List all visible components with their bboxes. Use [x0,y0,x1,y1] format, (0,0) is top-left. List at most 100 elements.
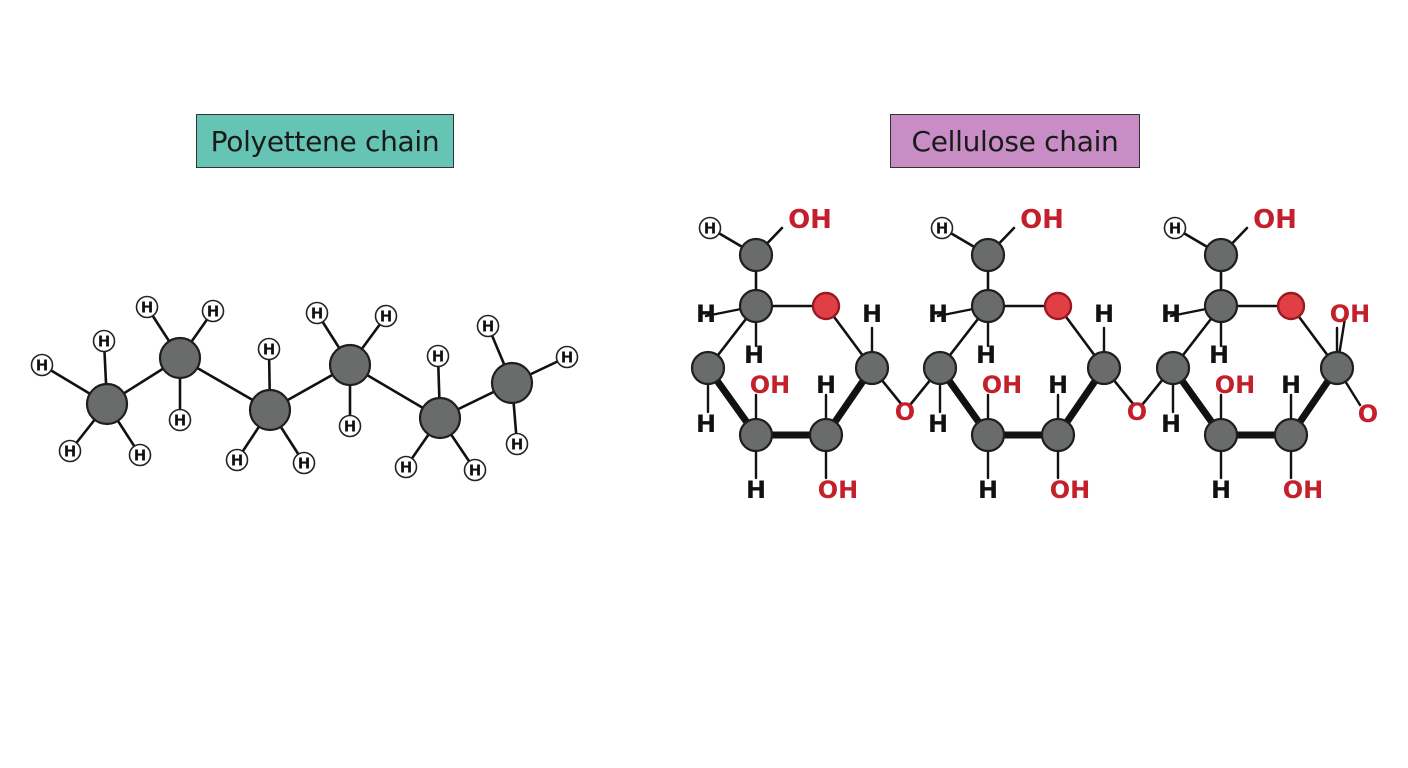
carbon-atom [854,350,890,386]
hydrogen-atom [698,216,722,240]
bridge-oxygen-label: O [1127,398,1147,426]
carbon-atom [738,288,774,324]
hydrogen-label: H [936,220,949,238]
hydroxyl-label: OH [1215,371,1256,399]
hydrogen-atom [135,295,159,319]
hydrogen-atom [292,451,316,475]
hydrogen-atom [201,299,225,323]
ring-oxygen-atom [1276,291,1306,321]
hydrogen-label: H [311,305,324,323]
hydrogen-atom [128,443,152,467]
carbon-atom [922,350,958,386]
hydrogen-label: H [696,410,716,438]
ring-oxygen-atom [1043,291,1073,321]
carbon-atom [808,417,844,453]
hydrogen-label: H [1094,300,1114,328]
hydrogen-label: H [696,300,716,328]
hydrogen-label: H [1048,371,1068,399]
hydrogen-atom [1163,216,1187,240]
hydrogen-atom [225,448,249,472]
hydrogen-atom [30,353,54,377]
hydrogen-label: H [432,348,445,366]
hydrogen-label: H [704,220,717,238]
hydroxyl-label: OH [1020,205,1064,235]
carbon-atom [490,361,534,405]
hydrogen-label: H [174,412,187,430]
hydrogen-atom [930,216,954,240]
hydrogen-atom [463,458,487,482]
hydrogen-atom [257,337,281,361]
carbon-atom [1203,288,1239,324]
hydrogen-label: H [98,333,111,351]
carbon-atom [1155,350,1191,386]
carbon-atom [1040,417,1076,453]
hydrogen-label: H [1161,410,1181,438]
carbon-atom [1203,237,1239,273]
hydrogen-label: H [380,308,393,326]
carbon-atom [328,343,372,387]
hydrogen-label: H [744,341,764,369]
carbon-atom [738,237,774,273]
hydroxyl-label: OH [788,205,832,235]
hydrogen-label: H [134,447,147,465]
polyethene-title: Polyettene chain [196,114,454,168]
hydrogen-atom [374,304,398,328]
hydroxyl-label: OH [1050,476,1091,504]
oxygen-label: O [1358,400,1378,428]
hydrogen-label: H [862,300,882,328]
cellulose-title: Cellulose chain [890,114,1140,168]
hydrogen-atom [168,408,192,432]
hydrogen-label: H [976,341,996,369]
carbon-atom [85,382,129,426]
hydroxyl-label: OH [982,371,1023,399]
hydrogen-label: H [746,476,766,504]
carbon-atom [1273,417,1309,453]
hydrogen-label: H [344,418,357,436]
carbon-atom [1086,350,1122,386]
carbon-atom [158,336,202,380]
hydroxyl-label: OH [818,476,859,504]
hydrogen-label: H [816,371,836,399]
hydrogen-label: H [141,299,154,317]
hydrogen-label: H [400,459,413,477]
carbon-atom [248,388,292,432]
hydrogen-atom [338,414,362,438]
hydrogen-atom [305,301,329,325]
carbon-atom [1203,417,1239,453]
carbon-atom [418,396,462,440]
hydrogen-label: H [207,303,220,321]
hydrogen-label: H [469,462,482,480]
hydroxyl-label: OH [1283,476,1324,504]
hydroxyl-label: OH [1330,300,1371,328]
hydrogen-label: H [1211,476,1231,504]
hydrogen-atom [505,432,529,456]
hydrogen-label: H [482,318,495,336]
hydrogen-label: H [263,341,276,359]
hydroxyl-label: OH [1253,205,1297,235]
bridge-oxygen-label: O [895,398,915,426]
carbon-atom [970,417,1006,453]
hydrogen-label: H [298,455,311,473]
hydrogen-label: H [928,410,948,438]
carbon-atom [738,417,774,453]
hydrogen-label: H [561,349,574,367]
hydrogen-atom [476,314,500,338]
hydrogen-label: H [978,476,998,504]
carbon-atom [970,288,1006,324]
hydrogen-label: H [36,357,49,375]
carbon-atom [1319,350,1355,386]
hydrogen-label: H [928,300,948,328]
hydrogen-label: H [511,436,524,454]
hydrogen-atom [394,455,418,479]
hydrogen-label: H [1209,341,1229,369]
hydrogen-atom [426,344,450,368]
ring-oxygen-atom [811,291,841,321]
hydrogen-atom [555,345,579,369]
hydroxyl-label: OH [750,371,791,399]
hydrogen-label: H [1169,220,1182,238]
hydrogen-label: H [231,452,244,470]
carbon-atom [690,350,726,386]
